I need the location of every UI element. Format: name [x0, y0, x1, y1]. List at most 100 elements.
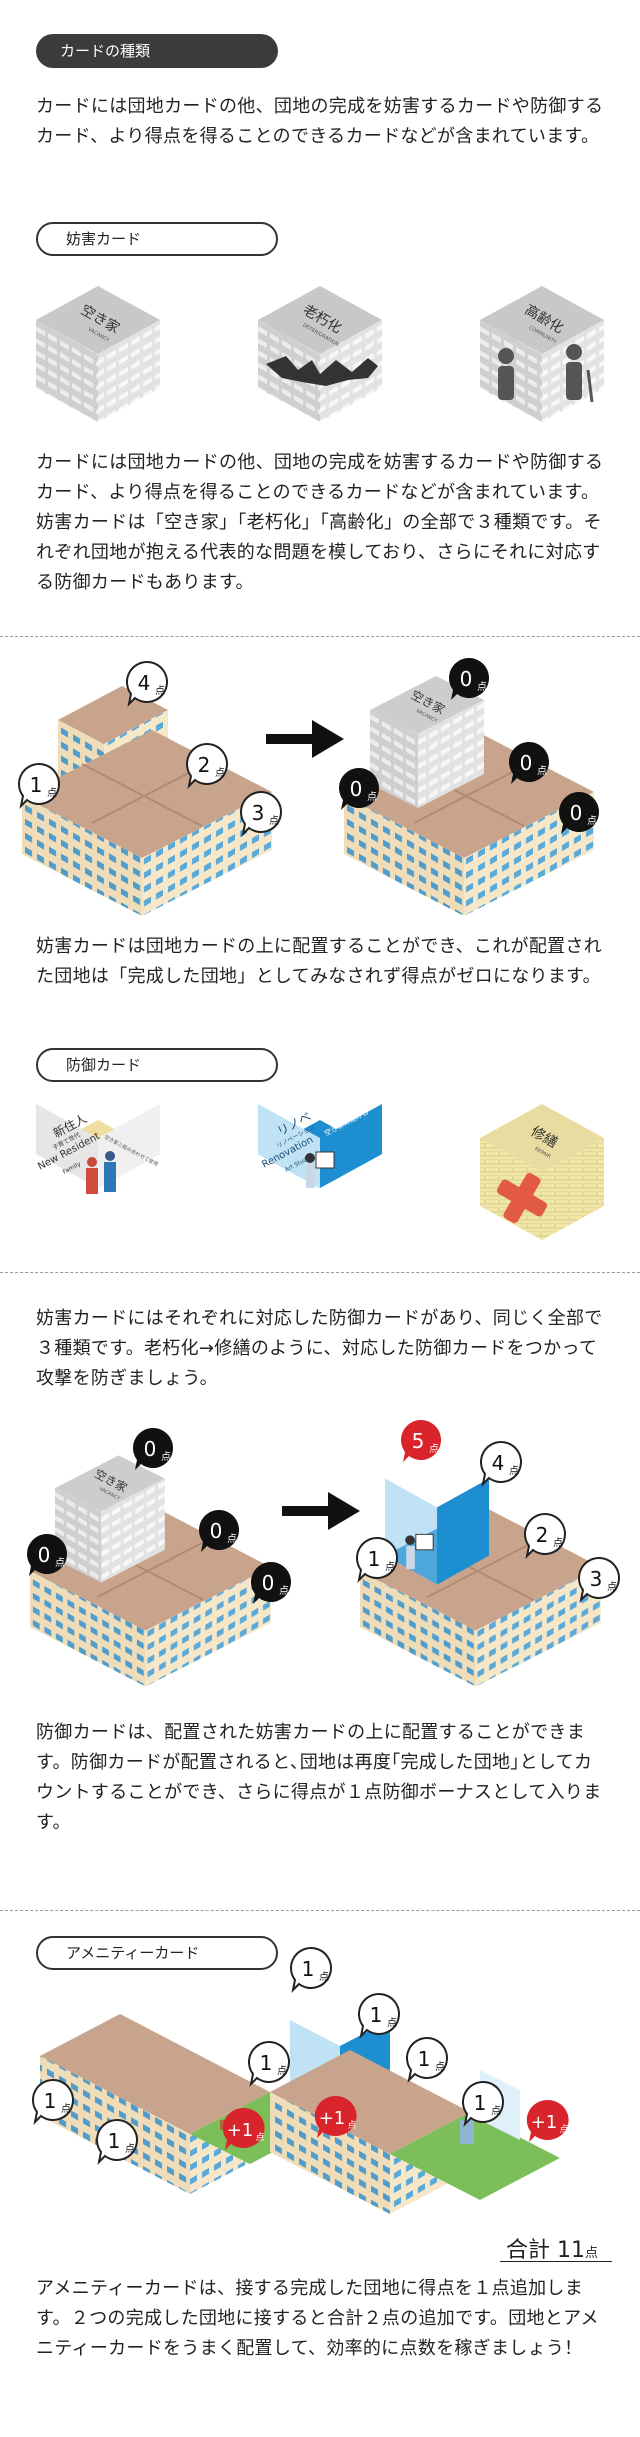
svg-text:4: 4 [138, 671, 151, 695]
svg-text:点: 点 [55, 1557, 65, 1569]
svg-text:4: 4 [492, 1451, 505, 1475]
svg-text:1: 1 [302, 1957, 315, 1981]
zero-score-bubble: 0 点 [339, 768, 379, 810]
defense-card-title: 防御カード [36, 1048, 278, 1082]
separator [0, 1272, 640, 1273]
bonus-score-bubble: 5 点 [401, 1420, 441, 1462]
svg-text:点: 点 [319, 1971, 329, 1983]
separator [0, 1910, 640, 1911]
score-bubble: 2 点 [186, 742, 228, 790]
zero-score-bubble: 0 点 [199, 1510, 239, 1552]
zero-score-bubble: 0 点 [26, 1534, 67, 1576]
svg-text:点: 点 [255, 2132, 264, 2143]
score-bubble: 1 点 [462, 2080, 504, 2128]
svg-text:0: 0 [262, 1571, 275, 1595]
svg-text:1: 1 [44, 2089, 57, 2113]
example2-text: 防御カードは、配置された妨害カードの上に配置することができます。防御カードが配置… [36, 1722, 602, 1833]
section-title-card-types: カードの種類 [36, 34, 278, 68]
svg-text:2: 2 [536, 1523, 549, 1547]
score-bubble: 1 点 [96, 2118, 138, 2166]
svg-text:0: 0 [38, 1543, 51, 1567]
score-bubble: 1 点 [18, 762, 60, 810]
intro-text: カードには団地カードの他、団地の完成を妨害するカードや防御するカード、より得点を… [36, 96, 604, 147]
svg-text:点: 点 [387, 2017, 397, 2029]
arrow-right-icon [282, 1492, 360, 1530]
svg-text:点: 点 [367, 791, 377, 803]
score-bubble: 1 点 [406, 2036, 448, 2084]
svg-text:2: 2 [198, 753, 211, 777]
svg-text:点: 点 [125, 2143, 135, 2155]
bonus-score-bubble: +1 点 [314, 2095, 357, 2138]
bonus-score-bubble: +1 点 [222, 2107, 265, 2150]
score-bubble: 4 点 [126, 660, 168, 708]
svg-text:0: 0 [144, 1437, 157, 1461]
svg-text:+1: +1 [319, 2108, 346, 2129]
svg-text:点: 点 [347, 2120, 356, 2131]
svg-text:点: 点 [161, 1451, 171, 1463]
zero-score-bubble: 0 点 [133, 1428, 173, 1470]
svg-text:点: 点 [435, 2061, 445, 2073]
svg-text:点: 点 [559, 2124, 568, 2135]
score-bubble: 3 点 [240, 790, 282, 838]
score-bubble: 1 点 [32, 2078, 74, 2126]
svg-text:点: 点 [553, 1537, 563, 1549]
score-bubble: 1 点 [290, 1946, 332, 1994]
score-bubble: 3 点 [578, 1556, 620, 1604]
example1-right-danchi: 空き家 VACANCY [344, 676, 594, 916]
svg-text:3: 3 [590, 1567, 603, 1591]
svg-text:1: 1 [370, 2003, 383, 2027]
svg-text:点: 点 [385, 1561, 395, 1573]
svg-text:0: 0 [350, 777, 363, 801]
svg-text:点: 点 [215, 767, 225, 779]
svg-text:点: 点 [491, 2105, 501, 2117]
svg-text:0: 0 [520, 751, 533, 775]
svg-text:+1: +1 [227, 2120, 254, 2141]
svg-text:点: 点 [477, 681, 487, 693]
arrow-right-icon [266, 720, 344, 758]
svg-text:点: 点 [269, 815, 279, 827]
zero-score-bubble: 0 点 [559, 792, 599, 834]
score-bubble: 1 点 [358, 1992, 400, 2040]
repair-card-illustration: 修繕 REPAIR [480, 1104, 604, 1240]
svg-text:点: 点 [429, 1443, 439, 1455]
zero-score-bubble: 0 点 [251, 1562, 291, 1604]
zero-score-bubble: 0 点 [449, 658, 489, 700]
vacancy-card-illustration: 空き家 VACANCY [36, 286, 160, 422]
svg-text:1: 1 [108, 2129, 121, 2153]
amenity-card-title: アメニティーカード [36, 1936, 278, 1970]
svg-text:0: 0 [570, 801, 583, 825]
amenity-text: アメニティーカードは、接する完成した団地に得点を１点追加します。２つの完成した団… [36, 2278, 599, 2359]
svg-text:+1: +1 [531, 2112, 558, 2133]
zero-score-bubble: 0 点 [509, 742, 549, 784]
renovation-card-illustration: リノベ リノベーション Renovation Art Studio 空き家に組み… [258, 1104, 382, 1188]
svg-text:点: 点 [61, 2103, 71, 2115]
svg-text:点: 点 [587, 815, 597, 827]
svg-text:0: 0 [210, 1519, 223, 1543]
example1-text: 妨害カードは団地カードの上に配置することができ、これが配置された団地は「完成した… [36, 936, 603, 987]
svg-text:点: 点 [537, 765, 547, 777]
new-resident-card-illustration: 新住人 子育て世代 New Resident Family 空き家と組み合わせて… [36, 1104, 160, 1194]
obstruct-card-title: 妨害カード [36, 222, 278, 256]
total-score: 合計 11点 [506, 2238, 599, 2263]
score-bubble: 1 点 [356, 1536, 398, 1584]
svg-text:点: 点 [277, 2065, 287, 2077]
svg-text:1: 1 [474, 2091, 487, 2115]
svg-text:5: 5 [412, 1429, 425, 1453]
score-bubble: 4 点 [480, 1440, 522, 1488]
svg-text:1: 1 [418, 2047, 431, 2071]
svg-text:1: 1 [260, 2051, 273, 2075]
obstruct-text: カードには団地カードの他、団地の完成を妨害するカードや防御するカード、より得点を… [36, 452, 604, 593]
svg-text:点: 点 [279, 1585, 289, 1597]
bonus-score-bubble: +1 点 [526, 2099, 569, 2142]
example2-left-danchi: 空き家 VACANCY [30, 1455, 271, 1687]
svg-text:3: 3 [252, 801, 265, 825]
svg-text:点: 点 [47, 787, 57, 799]
aging-card-illustration: 高齢化 COMMUNITY [480, 286, 604, 422]
svg-text:点: 点 [607, 1581, 617, 1593]
deterioration-card-illustration: 老朽化 DETERIORATION [258, 286, 382, 422]
svg-text:0: 0 [460, 667, 473, 691]
svg-text:1: 1 [30, 773, 43, 797]
svg-text:1: 1 [368, 1547, 381, 1571]
score-bubble: 2 点 [524, 1512, 566, 1560]
svg-text:点: 点 [227, 1533, 237, 1545]
